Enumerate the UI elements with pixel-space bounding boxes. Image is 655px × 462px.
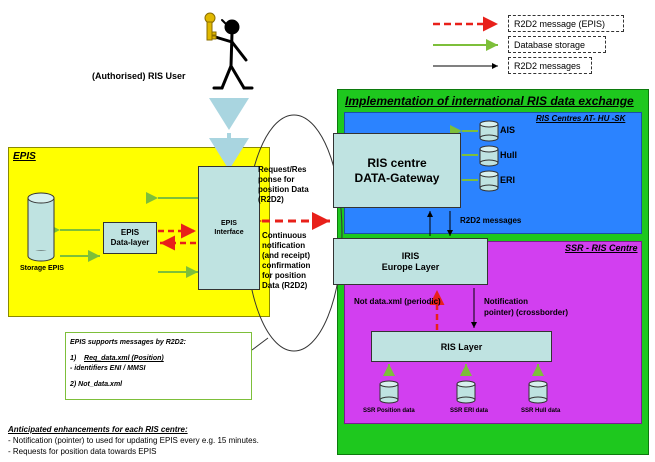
db-label-eri: ERI [500, 175, 516, 185]
storage-epis-label: Storage EPIS [20, 265, 64, 272]
enhancements-block: Anticipated enhancements for each RIS ce… [8, 425, 259, 456]
db-cylinder-eri [479, 170, 499, 192]
not-data-label: Not data.xml (periodic) [354, 297, 441, 306]
epis-note-box: EPIS supports messages by R2D2: 1) Req_d… [65, 332, 252, 400]
ellipse-text-notification: Continuous notification (and receipt) co… [262, 231, 311, 290]
user-figure-icon [210, 19, 254, 90]
ris-layer: RIS Layer [371, 331, 552, 362]
ris-data-gateway: RIS centre DATA-Gateway [333, 133, 461, 208]
notification-label: Notification pointer) (crossborder) [484, 297, 569, 317]
db-label-ais: AIS [500, 125, 516, 135]
legend-box-r2d2: R2D2 messages [508, 57, 592, 74]
epis-title: EPIS [13, 151, 36, 162]
ssr-db-label-position: SSR Position data [363, 408, 415, 414]
implementation-title: Implementation of international RIS data… [345, 94, 634, 108]
note-title: EPIS supports messages by R2D2: [70, 339, 186, 346]
epis-data-layer: EPIS Data-layer [103, 222, 157, 254]
db-cylinder-ais [479, 120, 499, 142]
key-icon [204, 12, 217, 41]
ris-centres-title: RIS Centres AT- HU -SK [536, 114, 626, 123]
ssr-db-cylinder-hull [528, 380, 548, 404]
r2d2-messages-label: R2D2 messages [460, 216, 522, 225]
legend-box-r2d2-epis: R2D2 message (EPIS) [508, 15, 624, 32]
ssr-title: SSR - RIS Centre [565, 243, 638, 253]
ssr-db-label-eri: SSR ERI data [450, 408, 489, 414]
db-cylinder-hull [479, 145, 499, 167]
storage-epis-cylinder [27, 192, 55, 262]
epis-interface: EPIS Interface [198, 166, 260, 290]
user-label: (Authorised) RIS User [92, 71, 186, 81]
ellipse-text-request: Request/Res ponse for position Data (R2D… [258, 165, 309, 204]
legend-box-database: Database storage [508, 36, 606, 53]
enhancements-title: Anticipated enhancements for each RIS ce… [8, 425, 188, 434]
db-label-hull: Hull [500, 150, 517, 160]
ssr-db-label-hull: SSR Hull data [521, 408, 561, 414]
iris-europe-layer: IRIS Europe Layer [333, 238, 488, 285]
ssr-db-cylinder-position [379, 380, 399, 404]
ssr-db-cylinder-eri [456, 380, 476, 404]
note-connector [251, 337, 269, 351]
